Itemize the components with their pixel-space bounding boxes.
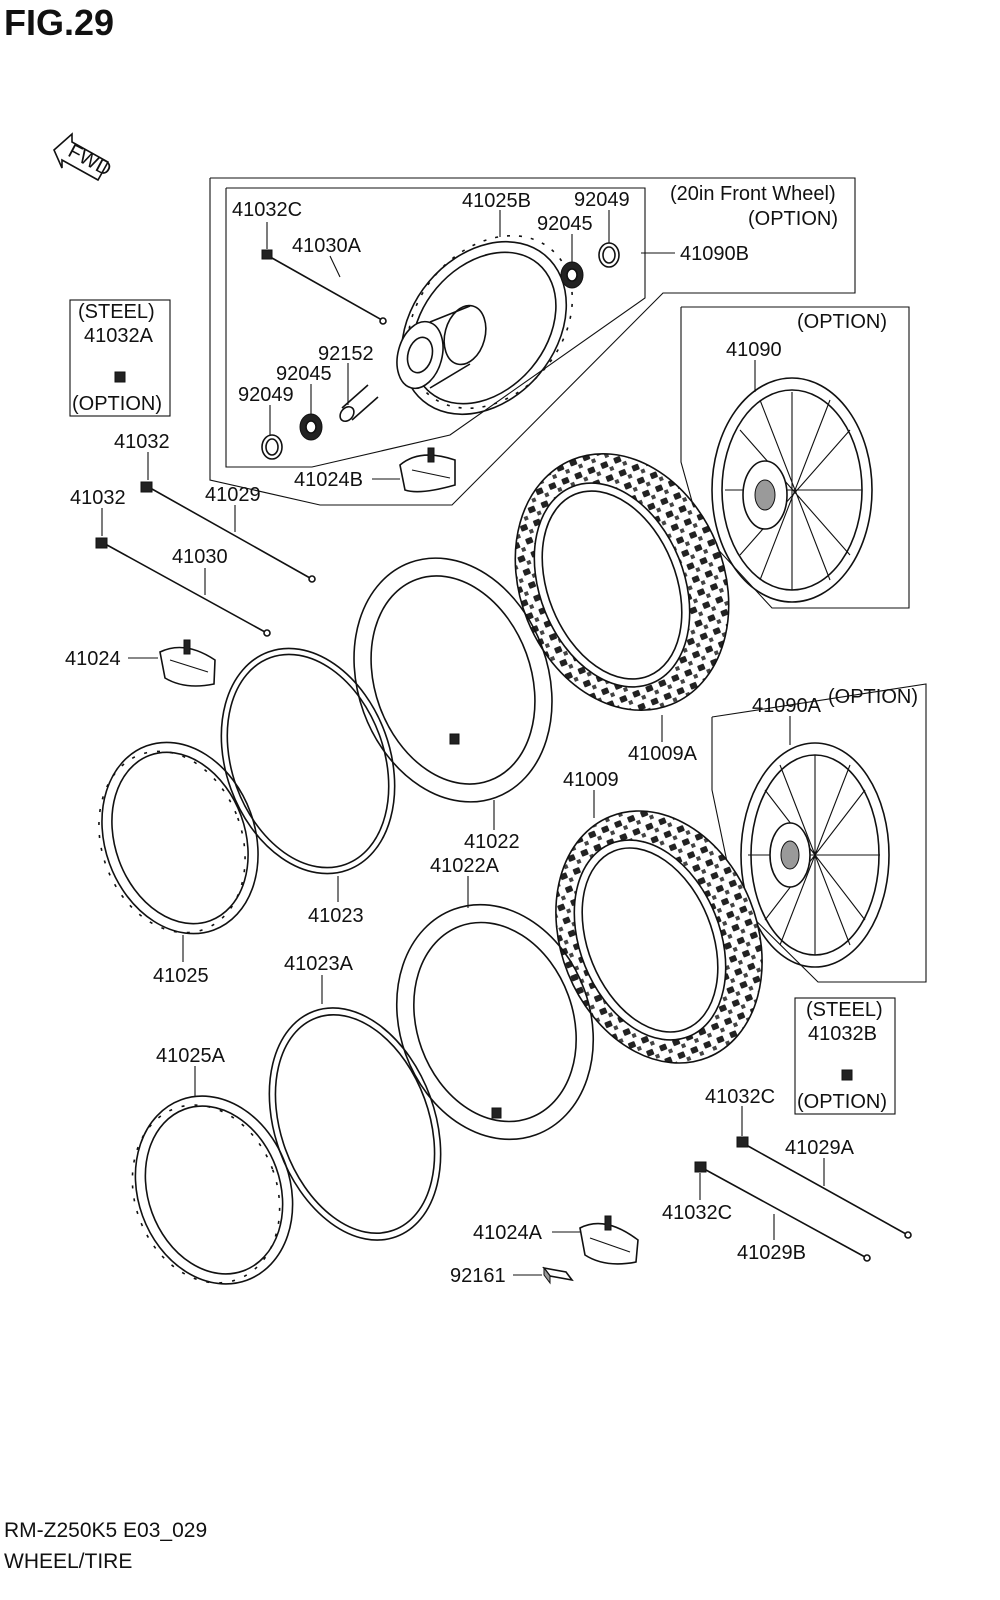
rim-band-41023A [268, 1007, 442, 1241]
bearing-92045-top [560, 261, 584, 289]
label-41029: 41029 [205, 484, 261, 506]
label-41032C-top: 41032C [232, 199, 302, 221]
label-41032-b: 41032 [70, 487, 126, 509]
bearing-92045-bottom [299, 413, 323, 441]
part-labels: 41032C 41030A 41025B 92049 92045 41090B … [65, 189, 855, 1287]
rim-41025A [131, 1095, 294, 1285]
spoke-41030A [261, 249, 387, 325]
spoke-41029A [736, 1136, 912, 1239]
svg-text:41032A: 41032A [84, 325, 154, 347]
label-92045-top: 92045 [537, 213, 593, 235]
tube-41022A [395, 903, 595, 1141]
label-41030: 41030 [172, 546, 228, 568]
label-41090: 41090 [726, 339, 782, 361]
part-92161-block [542, 1266, 574, 1285]
leader-lines [101, 210, 825, 1276]
svg-text:(20in Front Wheel): (20in Front Wheel) [670, 183, 836, 205]
label-41025B: 41025B [462, 190, 531, 212]
label-41030A: 41030A [292, 235, 362, 257]
label-41023: 41023 [308, 905, 364, 927]
seal-92049-top [598, 242, 620, 268]
svg-text:(OPTION): (OPTION) [797, 1091, 887, 1113]
label-41024: 41024 [65, 648, 121, 670]
tire-41009 [555, 810, 763, 1064]
svg-text:(STEEL): (STEEL) [806, 999, 883, 1021]
tube-41022 [353, 557, 553, 803]
rim-lock-41024B [399, 447, 456, 493]
rim-lock-41024A [579, 1215, 639, 1265]
label-41090A: 41090A [752, 695, 822, 717]
svg-text:(OPTION): (OPTION) [828, 686, 918, 708]
figure-title: FIG.29 [4, 2, 115, 43]
spacer-92152 [339, 384, 379, 423]
front-hub [396, 304, 487, 390]
label-92049-top: 92049 [574, 189, 630, 211]
label-41024A: 41024A [473, 1222, 543, 1244]
label-92049-bottom: 92049 [238, 384, 294, 406]
rim-41025B [400, 234, 574, 416]
label-41022A: 41022A [430, 855, 500, 877]
label-41029B: 41029B [737, 1242, 806, 1264]
svg-text:(STEEL): (STEEL) [78, 301, 155, 323]
label-41022: 41022 [464, 831, 520, 853]
svg-text:41032B: 41032B [808, 1023, 877, 1045]
model-code: RM-Z250K5 E03_029 [4, 1519, 208, 1542]
label-41032-a: 41032 [114, 431, 170, 453]
steel-option-box-right: (STEEL) 41032B (OPTION) [794, 997, 896, 1115]
label-41009A: 41009A [628, 743, 698, 765]
rim-lock-41024 [159, 639, 216, 687]
spoke-41030 [95, 537, 271, 637]
seal-92049-bottom [261, 434, 283, 460]
front-20in-option-box: (20in Front Wheel) (OPTION) [209, 177, 856, 506]
spoked-wheel-41090A [740, 742, 890, 968]
label-92152: 92152 [318, 343, 374, 365]
label-92045-bottom: 92045 [276, 363, 332, 385]
label-41090B: 41090B [680, 243, 749, 265]
label-41029A: 41029A [785, 1137, 855, 1159]
label-41025A: 41025A [156, 1045, 226, 1067]
label-41009: 41009 [563, 769, 619, 791]
wheel-41090-option-box: (OPTION) [680, 306, 910, 609]
label-41023A: 41023A [284, 953, 354, 975]
rim-41025 [98, 741, 259, 935]
label-41032C-lower: 41032C [662, 1202, 732, 1224]
spoke-41029 [140, 481, 316, 583]
wheel-41090A-option-box: (OPTION) [711, 683, 927, 983]
label-92161: 92161 [450, 1265, 506, 1287]
svg-text:(OPTION): (OPTION) [748, 208, 838, 230]
label-41032C-right: 41032C [705, 1086, 775, 1108]
section-name: WHEEL/TIRE [4, 1550, 133, 1573]
spoked-wheel-41090 [711, 377, 873, 603]
svg-text:(OPTION): (OPTION) [72, 393, 162, 415]
svg-text:(OPTION): (OPTION) [797, 311, 887, 333]
spoke-41029B [694, 1161, 871, 1262]
fwd-arrow-icon: FWD [53, 132, 115, 182]
tire-41009A [514, 452, 730, 712]
rim-band-41023 [220, 647, 396, 875]
label-41024B: 41024B [294, 469, 363, 491]
steel-option-box-left: (STEEL) 41032A (OPTION) [69, 299, 171, 417]
label-41025: 41025 [153, 965, 209, 987]
